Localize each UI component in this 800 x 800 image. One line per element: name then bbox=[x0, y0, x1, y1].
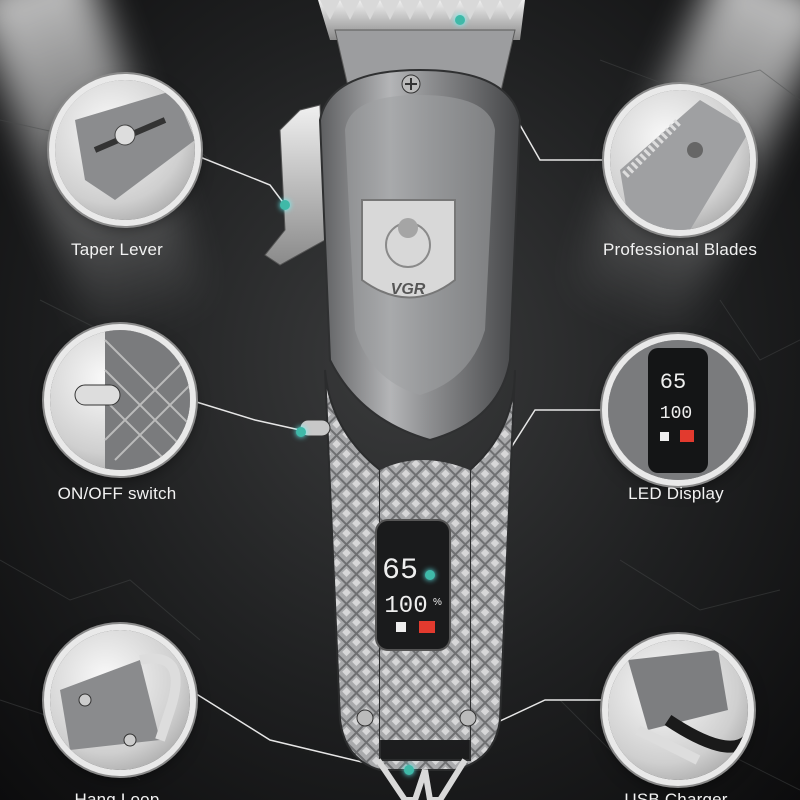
feature-label-blades: Professional Blades bbox=[602, 240, 758, 259]
marker-switch bbox=[296, 427, 306, 437]
brand-logo: VGR bbox=[391, 281, 426, 298]
blade-closeup bbox=[610, 90, 750, 230]
feature-label-usb: USB Charger bbox=[624, 790, 728, 800]
feature-label-display: LED Display bbox=[628, 484, 724, 503]
display-percent: % bbox=[433, 597, 442, 608]
taper-lever-closeup bbox=[55, 80, 195, 220]
feature-label-taper-lever: Taper Lever bbox=[71, 240, 163, 259]
closeup-speed: 65 bbox=[660, 370, 686, 395]
feature-label-switch: ON/OFF switch bbox=[57, 484, 177, 503]
feature-label-hang-loop: Hang Loop bbox=[74, 790, 160, 800]
led-display-closeup: 65 100 bbox=[608, 340, 748, 480]
marker-display bbox=[425, 570, 435, 580]
marker-blades bbox=[455, 15, 465, 25]
marker-hang-loop bbox=[404, 765, 414, 775]
display-speed: 65 bbox=[382, 554, 418, 588]
display-battery: 100 bbox=[384, 593, 427, 620]
hang-loop-closeup bbox=[50, 630, 190, 770]
marker-taper-lever bbox=[280, 200, 290, 210]
usb-charger-closeup bbox=[608, 640, 748, 780]
closeup-battery: 100 bbox=[660, 404, 692, 424]
switch-closeup bbox=[50, 330, 190, 470]
